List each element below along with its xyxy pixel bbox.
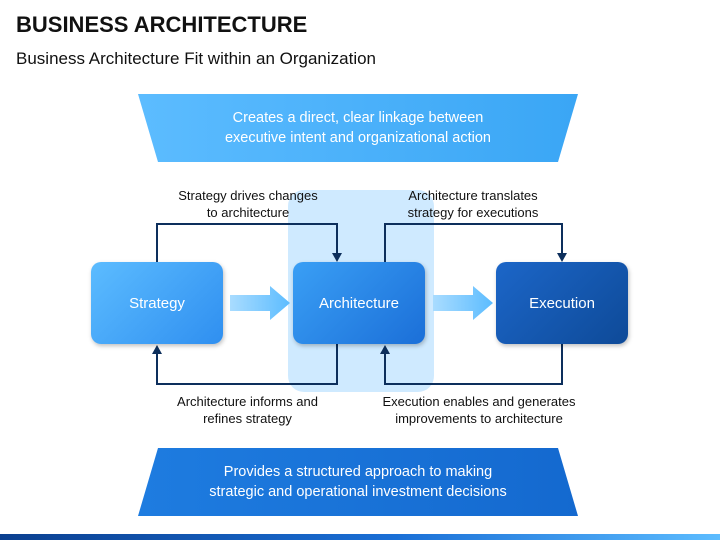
execution-box: Execution: [496, 262, 628, 344]
top-banner-line-1: Creates a direct, clear linkage between: [232, 110, 484, 126]
connector-architecture-to-execution: [384, 223, 563, 262]
top-banner-text: Creates a direct, clear linkage between …: [178, 108, 538, 148]
connector-strategy-to-architecture: [156, 223, 338, 262]
strategy-box: Strategy: [91, 262, 223, 344]
label-strategy-drives-line-1: Strategy drives changes: [178, 188, 318, 203]
label-architecture-translates-line-1: Architecture translates: [408, 188, 538, 203]
bottom-banner-text: Provides a structured approach to making…: [178, 462, 538, 502]
connector-architecture-to-strategy: [156, 344, 338, 385]
label-architecture-informs-line-1: Architecture informs and: [177, 394, 318, 409]
arrowhead-architecture-to-strategy: [152, 345, 162, 354]
label-strategy-drives: Strategy drives changes to architecture: [163, 187, 333, 221]
top-banner-line-2: executive intent and organizational acti…: [224, 130, 491, 146]
page-subtitle: Business Architecture Fit within an Orga…: [16, 49, 377, 68]
label-execution-enables: Execution enables and generates improvem…: [374, 393, 584, 427]
label-architecture-translates: Architecture translates strategy for exe…: [388, 187, 558, 221]
flow-arrow-2: [433, 286, 493, 320]
connector-execution-to-architecture: [384, 344, 563, 385]
footer-bar: [0, 534, 720, 540]
label-strategy-drives-line-2: to architecture: [206, 205, 290, 220]
bottom-banner-shape: [138, 448, 578, 516]
strategy-label: Strategy: [129, 294, 185, 312]
execution-label: Execution: [529, 294, 595, 312]
label-architecture-translates-line-2: strategy for executions: [407, 205, 539, 220]
architecture-box: Architecture: [293, 262, 425, 344]
arrowhead-execution-to-architecture: [380, 345, 390, 354]
label-execution-enables-line-1: Execution enables and generates: [382, 394, 576, 409]
label-architecture-informs: Architecture informs and refines strateg…: [160, 393, 335, 427]
architecture-label: Architecture: [318, 294, 400, 312]
flow-arrow-1: [230, 286, 290, 320]
page-title: BUSINESS ARCHITECTURE: [16, 12, 308, 37]
bottom-banner-line-2: strategic and operational investment dec…: [209, 484, 507, 500]
bottom-banner: Provides a structured approach to making…: [138, 448, 578, 516]
top-banner: Creates a direct, clear linkage between …: [138, 94, 578, 162]
label-execution-enables-line-2: improvements to architecture: [395, 411, 563, 426]
bottom-banner-line-1: Provides a structured approach to making: [223, 464, 493, 480]
arrowhead-strategy-to-architecture: [332, 253, 342, 262]
arrowhead-architecture-to-execution: [557, 253, 567, 262]
top-banner-shape: [138, 94, 578, 162]
label-architecture-informs-line-2: refines strategy: [203, 411, 292, 426]
